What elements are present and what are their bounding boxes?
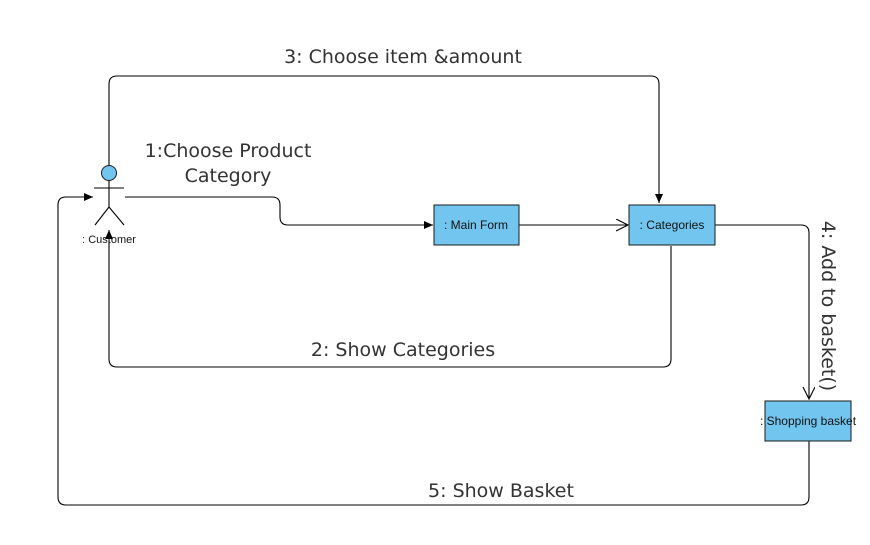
message-4-connector [715, 224, 809, 399]
message-1-connector [125, 196, 433, 229]
actor-head-icon [101, 165, 117, 181]
customer-actor: : Customer [82, 165, 136, 246]
shopping-basket-object: : Shopping basket [760, 400, 857, 442]
message-1-label-line1: 1:Choose Product [145, 140, 312, 162]
message-2-label: 2: Show Categories [311, 339, 495, 361]
actor-label: : Customer [82, 234, 136, 246]
message-5-connector [57, 193, 810, 506]
main-form-label: : Main Form [444, 218, 508, 232]
actor-body-icon [94, 181, 125, 226]
message-1-label-line2: Category [185, 165, 272, 187]
main-form-object: : Main Form [433, 204, 520, 246]
message-4-label: 4: Add to basket() [817, 221, 839, 391]
message-3-connector [108, 75, 663, 203]
shopping-basket-label: : Shopping basket [760, 414, 857, 428]
categories-object: : Categories [628, 204, 716, 246]
message-3-label: 3: Choose item &amount [284, 46, 522, 68]
categories-label: : Categories [640, 218, 705, 232]
message-2-connector [105, 230, 672, 368]
message-5-label: 5: Show Basket [428, 480, 574, 502]
